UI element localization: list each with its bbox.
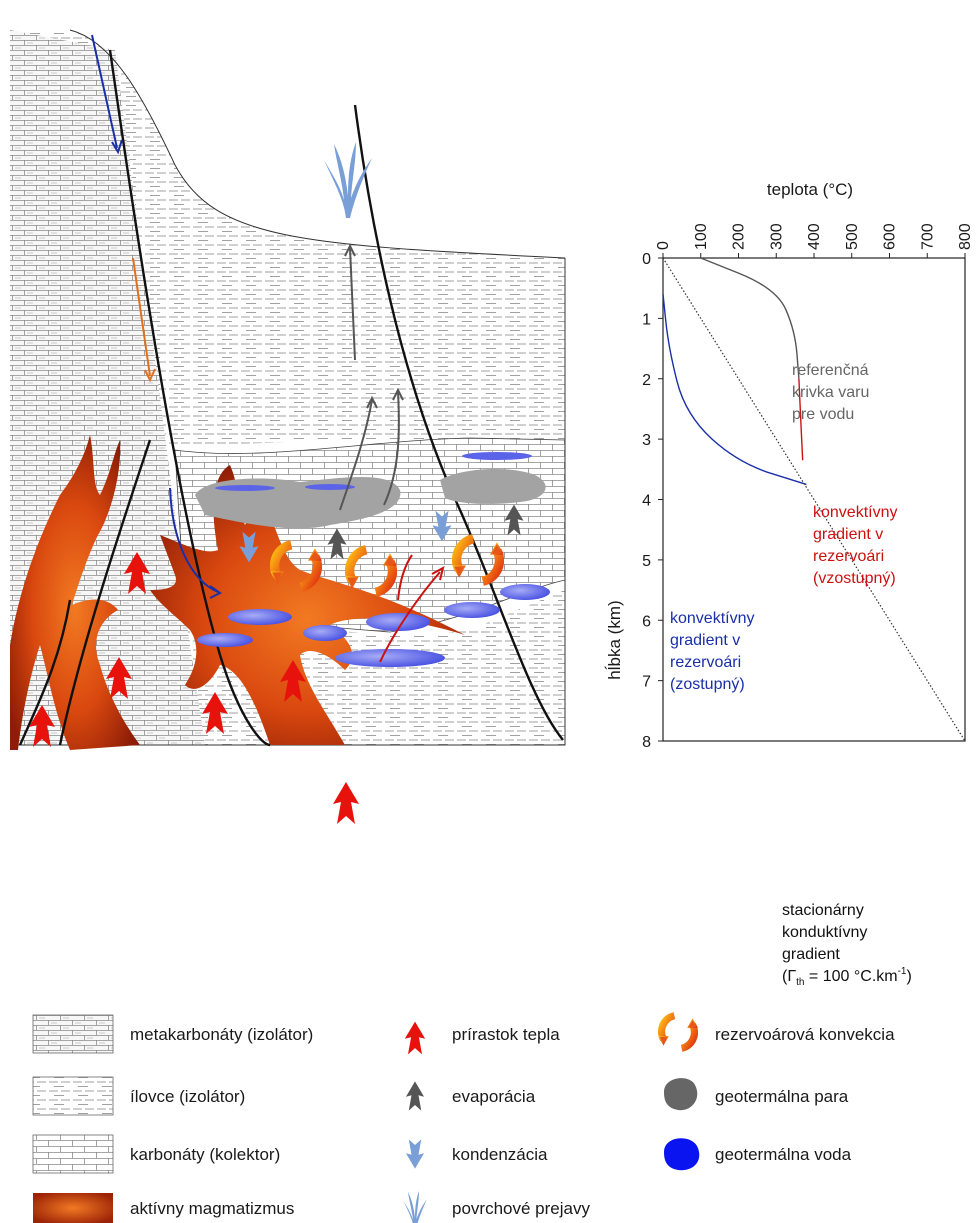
water-lens (462, 452, 532, 460)
fountain-icon (324, 142, 372, 218)
evaporation-flow-arrow (383, 391, 400, 506)
fault-line-2 (58, 439, 152, 746)
legend-swatch-magmatism (33, 1193, 113, 1223)
heat-arrow (333, 782, 359, 824)
water-lens (303, 625, 347, 641)
x-tick-label: 200 (731, 223, 748, 250)
y-tick-label: 3 (642, 432, 651, 449)
water-lens (366, 613, 430, 631)
steam-legend-icon (664, 1078, 698, 1111)
heat-gain-icon (404, 1021, 426, 1055)
legend-label-evaporation: evaporácia (452, 1087, 536, 1106)
fault-line-1 (108, 49, 271, 747)
x-tick-label: 500 (844, 223, 861, 250)
y-tick-label: 7 (642, 674, 651, 691)
section-frame (10, 258, 566, 746)
series-layer (662, 257, 966, 742)
legend-label-heat-gain: prírastok tepla (452, 1025, 560, 1044)
water-lens (215, 485, 275, 491)
descending-flow-arrow (91, 34, 118, 149)
legend: metakarbonáty (izolátor) ílovce (izoláto… (32, 1014, 895, 1223)
gradient-formula: (Γth = 100 °C.km-1) (782, 966, 912, 988)
y-tick-label: 8 (642, 734, 651, 751)
descending-flow-arrow (169, 487, 219, 593)
legend-label-metacarbonate: metakarbonáty (izolátor) (130, 1025, 313, 1044)
descending-flow-arrow (132, 257, 151, 377)
x-tick-label: 600 (882, 223, 899, 250)
ascending-gradient-annotation: konvektívny gradient v rezervoári (vzost… (813, 504, 902, 587)
legend-swatch-carbonate (32, 1134, 114, 1174)
flow-arrows (91, 34, 445, 663)
descending-gradient-annotation: konvektívny gradient v rezervoári (zostu… (670, 610, 759, 693)
x-tick-label: 800 (957, 223, 974, 250)
series-line-3 (662, 257, 966, 742)
y-tick-label: 4 (642, 493, 651, 510)
legend-label-magmatism: aktívny magmatizmus (130, 1199, 294, 1218)
x-tick-label: 100 (693, 223, 710, 250)
evaporation-flow-arrow (349, 247, 356, 361)
legend-label-convection: rezervoárová konvekcia (715, 1025, 895, 1044)
conductive-gradient-annotation: stacionárny konduktívny gradient (782, 902, 872, 963)
legend-swatch-metacarbonate (32, 1014, 114, 1054)
y-tick-label: 6 (642, 613, 651, 630)
water-lens (228, 609, 292, 625)
y-axis-ticks: 0 1 2 3 4 5 6 7 8 (642, 251, 663, 751)
surface-manifestation-icon (403, 1191, 427, 1223)
legend-label-shale: ílovce (izolátor) (130, 1087, 245, 1106)
water-lens (197, 633, 253, 647)
boiling-curve-annotation: referenčná krivka varu pre vodu (792, 362, 874, 423)
magma-body-left (10, 435, 140, 750)
legend-label-steam: geotermálna para (715, 1087, 849, 1106)
water-legend-icon (664, 1138, 700, 1171)
y-tick-label: 1 (642, 311, 651, 328)
legend-label-condensation: kondenzácia (452, 1145, 548, 1164)
y-tick-label: 5 (642, 553, 651, 570)
water-lens (305, 484, 355, 490)
series-line-2 (662, 294, 807, 486)
surface-line (69, 29, 566, 259)
y-axis-title: hĺbka (km) (605, 600, 624, 679)
evaporation-flow-arrow (339, 399, 373, 511)
y-tick-label: 0 (642, 251, 651, 268)
fault-line-4 (18, 599, 72, 746)
series-line-0 (700, 257, 800, 379)
x-tick-label: 0 (655, 241, 672, 250)
heat-flow-arrow (379, 571, 441, 663)
y-tick-label: 2 (642, 372, 651, 389)
evaporation-icon (405, 1081, 425, 1111)
water-lens (444, 602, 500, 618)
condensation-icon (405, 1139, 425, 1169)
x-axis-title: teplota (°C) (767, 180, 853, 199)
magma-body-center (150, 465, 465, 745)
legend-label-surface: povrchové prejavy (452, 1199, 590, 1218)
x-tick-label: 300 (768, 223, 785, 250)
water-lens (500, 584, 550, 600)
legend-label-carbonate: karbonáty (kolektor) (130, 1145, 280, 1164)
x-axis-ticks: 0 100 200 300 400 500 600 700 800 (655, 223, 974, 258)
steam-cloud (440, 468, 546, 504)
legend-label-water: geotermálna voda (715, 1145, 852, 1164)
water-lens (335, 649, 445, 667)
heat-flow-arrow (397, 554, 413, 601)
cross-section (10, 29, 566, 824)
convection-legend-icon (659, 1016, 697, 1049)
legend-swatch-shale (32, 1076, 114, 1116)
x-tick-label: 700 (919, 223, 936, 250)
x-tick-label: 400 (806, 223, 823, 250)
series-line-1 (798, 378, 804, 461)
